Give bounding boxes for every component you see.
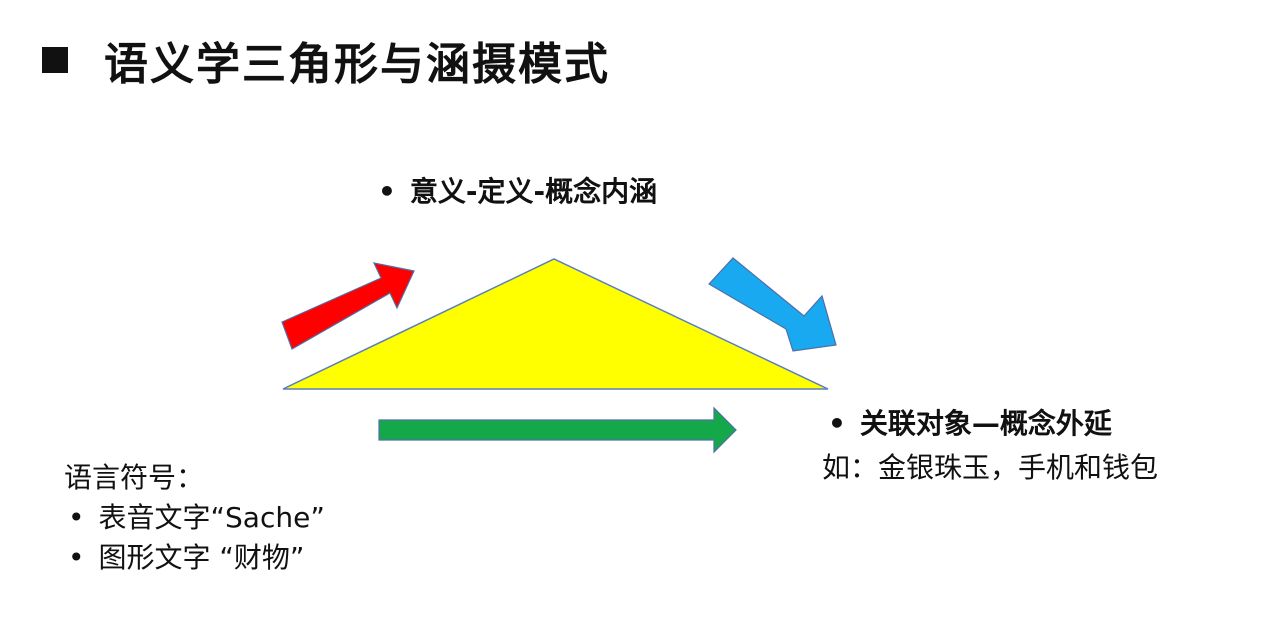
title-square-bullet-icon [42,47,68,73]
language-sign-item: • 图形文字 “财物” [68,536,304,576]
green-arrow-icon [378,406,737,454]
bullet-icon: • [68,541,85,574]
bullet-icon: • [828,407,846,440]
phonetic-script-text: 表音文字“Sache” [98,501,325,534]
language-sign-heading: 语言符号： [64,461,205,494]
semantic-triangle [282,258,829,390]
concept-intension-text: 意义-定义-概念内涵 [409,175,658,208]
blue-arrow-icon [708,257,837,352]
language-sign-item: • 表音文字“Sache” [68,496,325,536]
bullet-icon: • [68,501,85,534]
concept-extension-example: 如：金银珠玉，手机和钱包 [822,451,1159,484]
pictographic-script-text: 图形文字 “财物” [98,541,305,574]
slide-title: 语义学三角形与涵摄模式 [42,30,610,90]
page-title: 语义学三角形与涵摄模式 [104,39,610,90]
concept-extension-label: • 关联对象—概念外延 [828,402,1112,442]
red-arrow-icon [281,262,415,350]
concept-intension-label: • 意义-定义-概念内涵 [378,170,657,210]
bullet-icon: • [378,175,396,208]
concept-extension-text: 关联对象—概念外延 [859,407,1112,440]
